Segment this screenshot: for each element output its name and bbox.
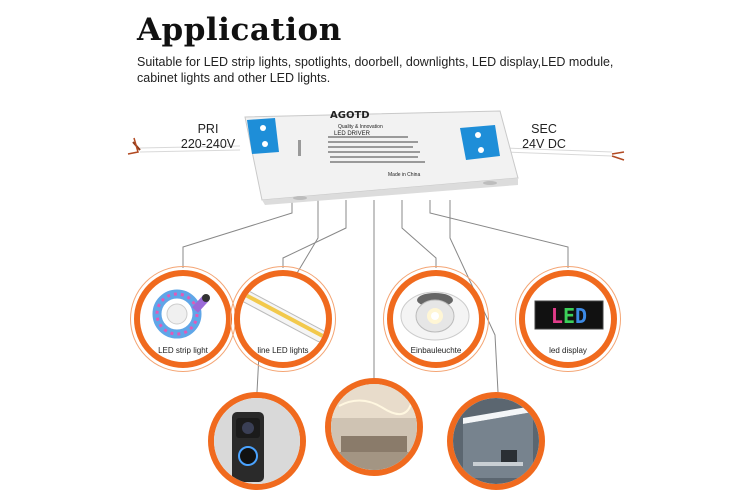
led-tube-icon bbox=[240, 289, 326, 343]
led-strip-icon bbox=[152, 289, 210, 339]
connector-line bbox=[182, 200, 293, 268]
driver-model-label: LED DRIVER bbox=[334, 131, 371, 137]
app-circle-led-strip: LED strip light bbox=[134, 270, 232, 368]
app-label: Einbauleuchte bbox=[410, 346, 462, 355]
app-circle-doorbell bbox=[208, 392, 306, 490]
interior-lighting-icon bbox=[331, 384, 417, 470]
sec-label: SEC 24V DC bbox=[522, 122, 566, 151]
output-wire bbox=[504, 147, 625, 161]
input-wire bbox=[127, 137, 241, 155]
app-circle-living-room bbox=[325, 378, 423, 476]
driver-made-in: Made in China bbox=[388, 172, 421, 178]
page-title: Application bbox=[137, 12, 342, 48]
app-label: line LED lights bbox=[257, 346, 309, 355]
driver-brand: AGOTD bbox=[330, 110, 370, 121]
connector-line bbox=[401, 200, 437, 268]
app-circle-cabinet bbox=[447, 392, 545, 490]
app-label: LED strip light bbox=[158, 346, 208, 355]
driver-tagline: Quality & Innovation bbox=[338, 124, 383, 130]
app-circle-downlight: Einbauleuchte bbox=[387, 270, 485, 368]
doorbell-icon bbox=[214, 398, 300, 484]
downlight-icon bbox=[400, 291, 470, 341]
pri-label: PRI 220-240V bbox=[180, 122, 236, 151]
app-label: led display bbox=[549, 346, 587, 355]
cabinet-light-icon bbox=[453, 398, 539, 484]
led-display-icon: LED bbox=[534, 300, 604, 330]
app-circle-line-led: line LED lights bbox=[234, 270, 332, 368]
connector-line bbox=[429, 200, 569, 268]
input-terminal bbox=[247, 118, 279, 154]
app-circle-led-display: LED led display bbox=[519, 270, 617, 368]
page-subtitle: Suitable for LED strip lights, spotlight… bbox=[137, 55, 614, 85]
display-led-text: LED bbox=[551, 304, 587, 328]
output-terminal bbox=[460, 125, 500, 160]
